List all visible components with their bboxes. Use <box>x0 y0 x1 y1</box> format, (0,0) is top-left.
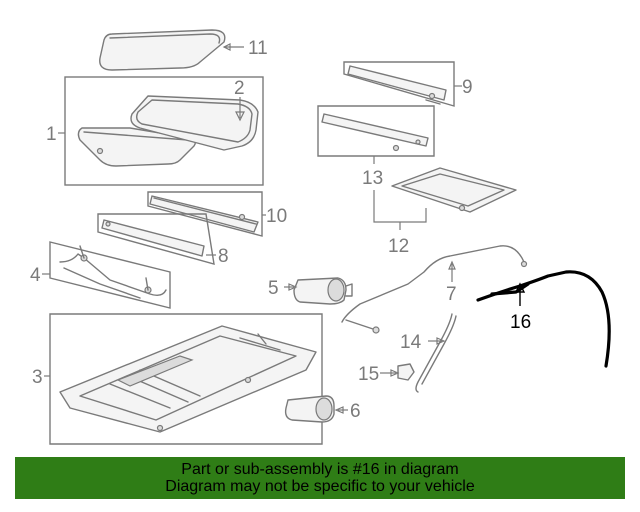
callout-6: 6 <box>350 401 361 422</box>
part-4-drive-cables[interactable] <box>59 245 167 299</box>
callout-10: 10 <box>266 206 287 227</box>
sunroof-exploded-diagram: 11 2 1 10 8 <box>30 29 611 445</box>
part-13-group-box <box>317 105 435 157</box>
callout-14: 14 <box>400 332 422 353</box>
part-12-frame-seal[interactable] <box>391 167 517 213</box>
part-13-front-guide[interactable] <box>321 113 429 152</box>
part-15-clip[interactable] <box>397 363 415 381</box>
callout-5: 5 <box>268 278 279 299</box>
part-9-rear-guide[interactable] <box>347 65 447 105</box>
callout-9: 9 <box>462 77 473 98</box>
part-11-glass-panel[interactable] <box>99 29 244 71</box>
banner-line-2: Diagram may not be specific to your vehi… <box>165 478 475 495</box>
callout-11: 11 <box>248 38 268 59</box>
part-16-drain-hose-highlighted[interactable] <box>476 270 611 368</box>
callout-7: 7 <box>446 284 457 305</box>
part-5-sunroof-motor[interactable] <box>293 277 353 305</box>
part-14-drain-tube[interactable] <box>415 313 457 393</box>
callout-4: 4 <box>30 265 41 286</box>
part-3-sunroof-frame[interactable] <box>59 325 317 433</box>
callout-12: 12 <box>388 236 409 257</box>
part-1-group-box <box>64 76 264 186</box>
part-9-group-box <box>343 61 455 107</box>
part-1-glass-assembly[interactable] <box>77 127 197 167</box>
callout-16: 16 <box>510 312 531 333</box>
callout-2: 2 <box>234 78 245 99</box>
part-7-drain-hose[interactable] <box>341 245 528 334</box>
banner-line-1: Part or sub-assembly is #16 in diagram <box>181 461 459 478</box>
callout-1: 1 <box>46 124 57 145</box>
part-8-seal-strip[interactable] <box>101 219 205 257</box>
part-4-group-box <box>49 241 171 309</box>
part-6-shade-motor[interactable] <box>284 395 335 423</box>
notice-banner: Part or sub-assembly is #16 in diagram D… <box>15 457 625 499</box>
callout-3: 3 <box>32 367 43 388</box>
part-10-group-box <box>147 191 263 237</box>
callout-15: 15 <box>358 364 379 385</box>
part-3-group-box <box>49 313 323 445</box>
part-2-glass-seal[interactable] <box>130 95 259 151</box>
part-8-group-box <box>97 213 215 265</box>
callout-13: 13 <box>362 168 383 189</box>
callout-8: 8 <box>218 246 229 267</box>
